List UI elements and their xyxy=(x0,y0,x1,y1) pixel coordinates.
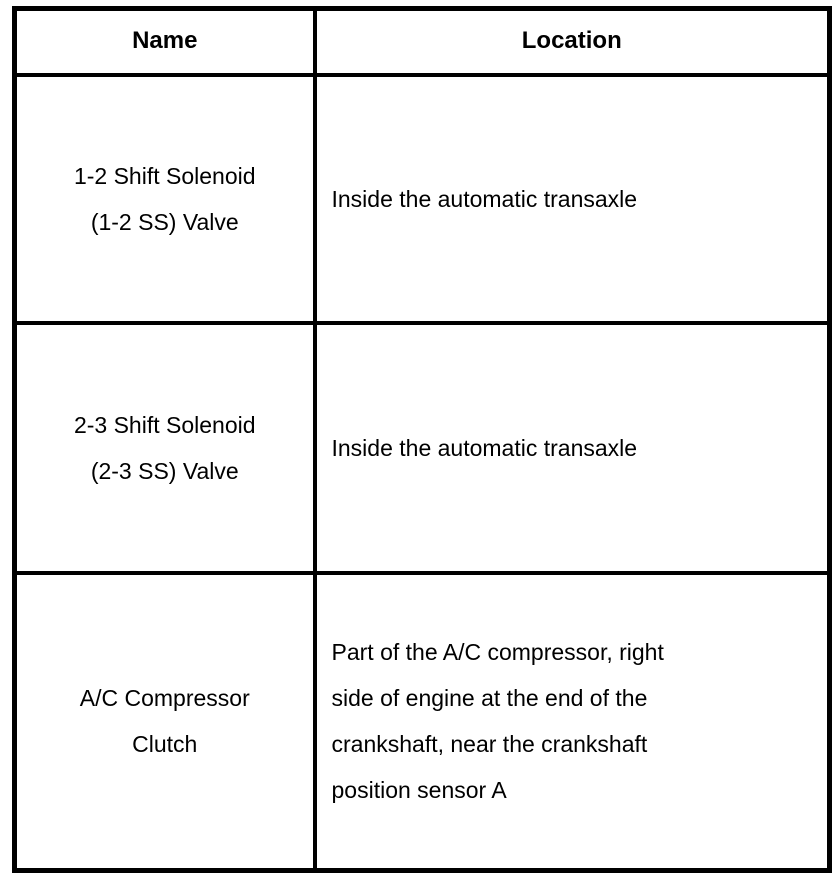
table-row: A/C Compressor Clutch Part of the A/C co… xyxy=(12,570,832,873)
name-cell: A/C Compressor Clutch xyxy=(12,570,317,873)
column-header-name: Name xyxy=(12,6,317,77)
location-cell: Part of the A/C compressor, right side o… xyxy=(312,570,832,873)
location-cell: Inside the automatic transaxle xyxy=(312,320,832,575)
table-row: 1-2 Shift Solenoid (1-2 SS) Valve Inside… xyxy=(12,72,832,325)
location-cell: Inside the automatic transaxle xyxy=(312,72,832,325)
table-row: 2-3 Shift Solenoid (2-3 SS) Valve Inside… xyxy=(12,320,832,575)
name-cell: 1-2 Shift Solenoid (1-2 SS) Valve xyxy=(12,72,317,325)
header-row: Name Location xyxy=(12,6,832,77)
component-location-table: Name Location 1-2 Shift Solenoid (1-2 SS… xyxy=(12,6,832,873)
name-cell: 2-3 Shift Solenoid (2-3 SS) Valve xyxy=(12,320,317,575)
column-header-location: Location xyxy=(312,6,832,77)
